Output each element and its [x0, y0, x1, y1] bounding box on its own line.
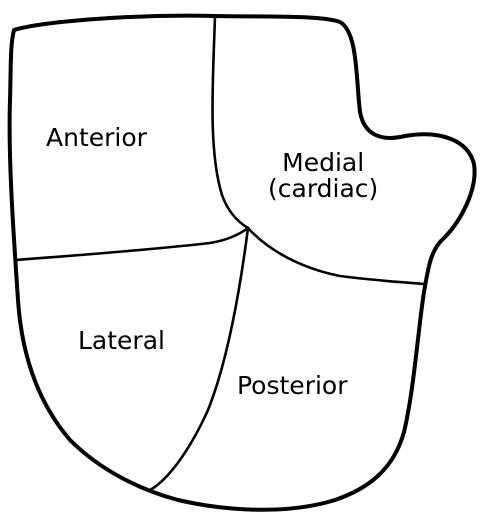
medial-cardiac-label: Medial (cardiac) — [268, 150, 378, 203]
posterior-label: Posterior — [237, 373, 348, 399]
medial-posterior-boundary — [248, 228, 424, 284]
lateral-posterior-boundary — [150, 228, 248, 490]
medial-label-line2: (cardiac) — [268, 176, 378, 202]
medial-label-line1: Medial — [268, 150, 378, 176]
lateral-label: Lateral — [78, 328, 165, 354]
anterior-lateral-boundary — [16, 228, 248, 260]
anterior-label: Anterior — [46, 125, 147, 151]
anterior-medial-boundary — [212, 16, 248, 228]
